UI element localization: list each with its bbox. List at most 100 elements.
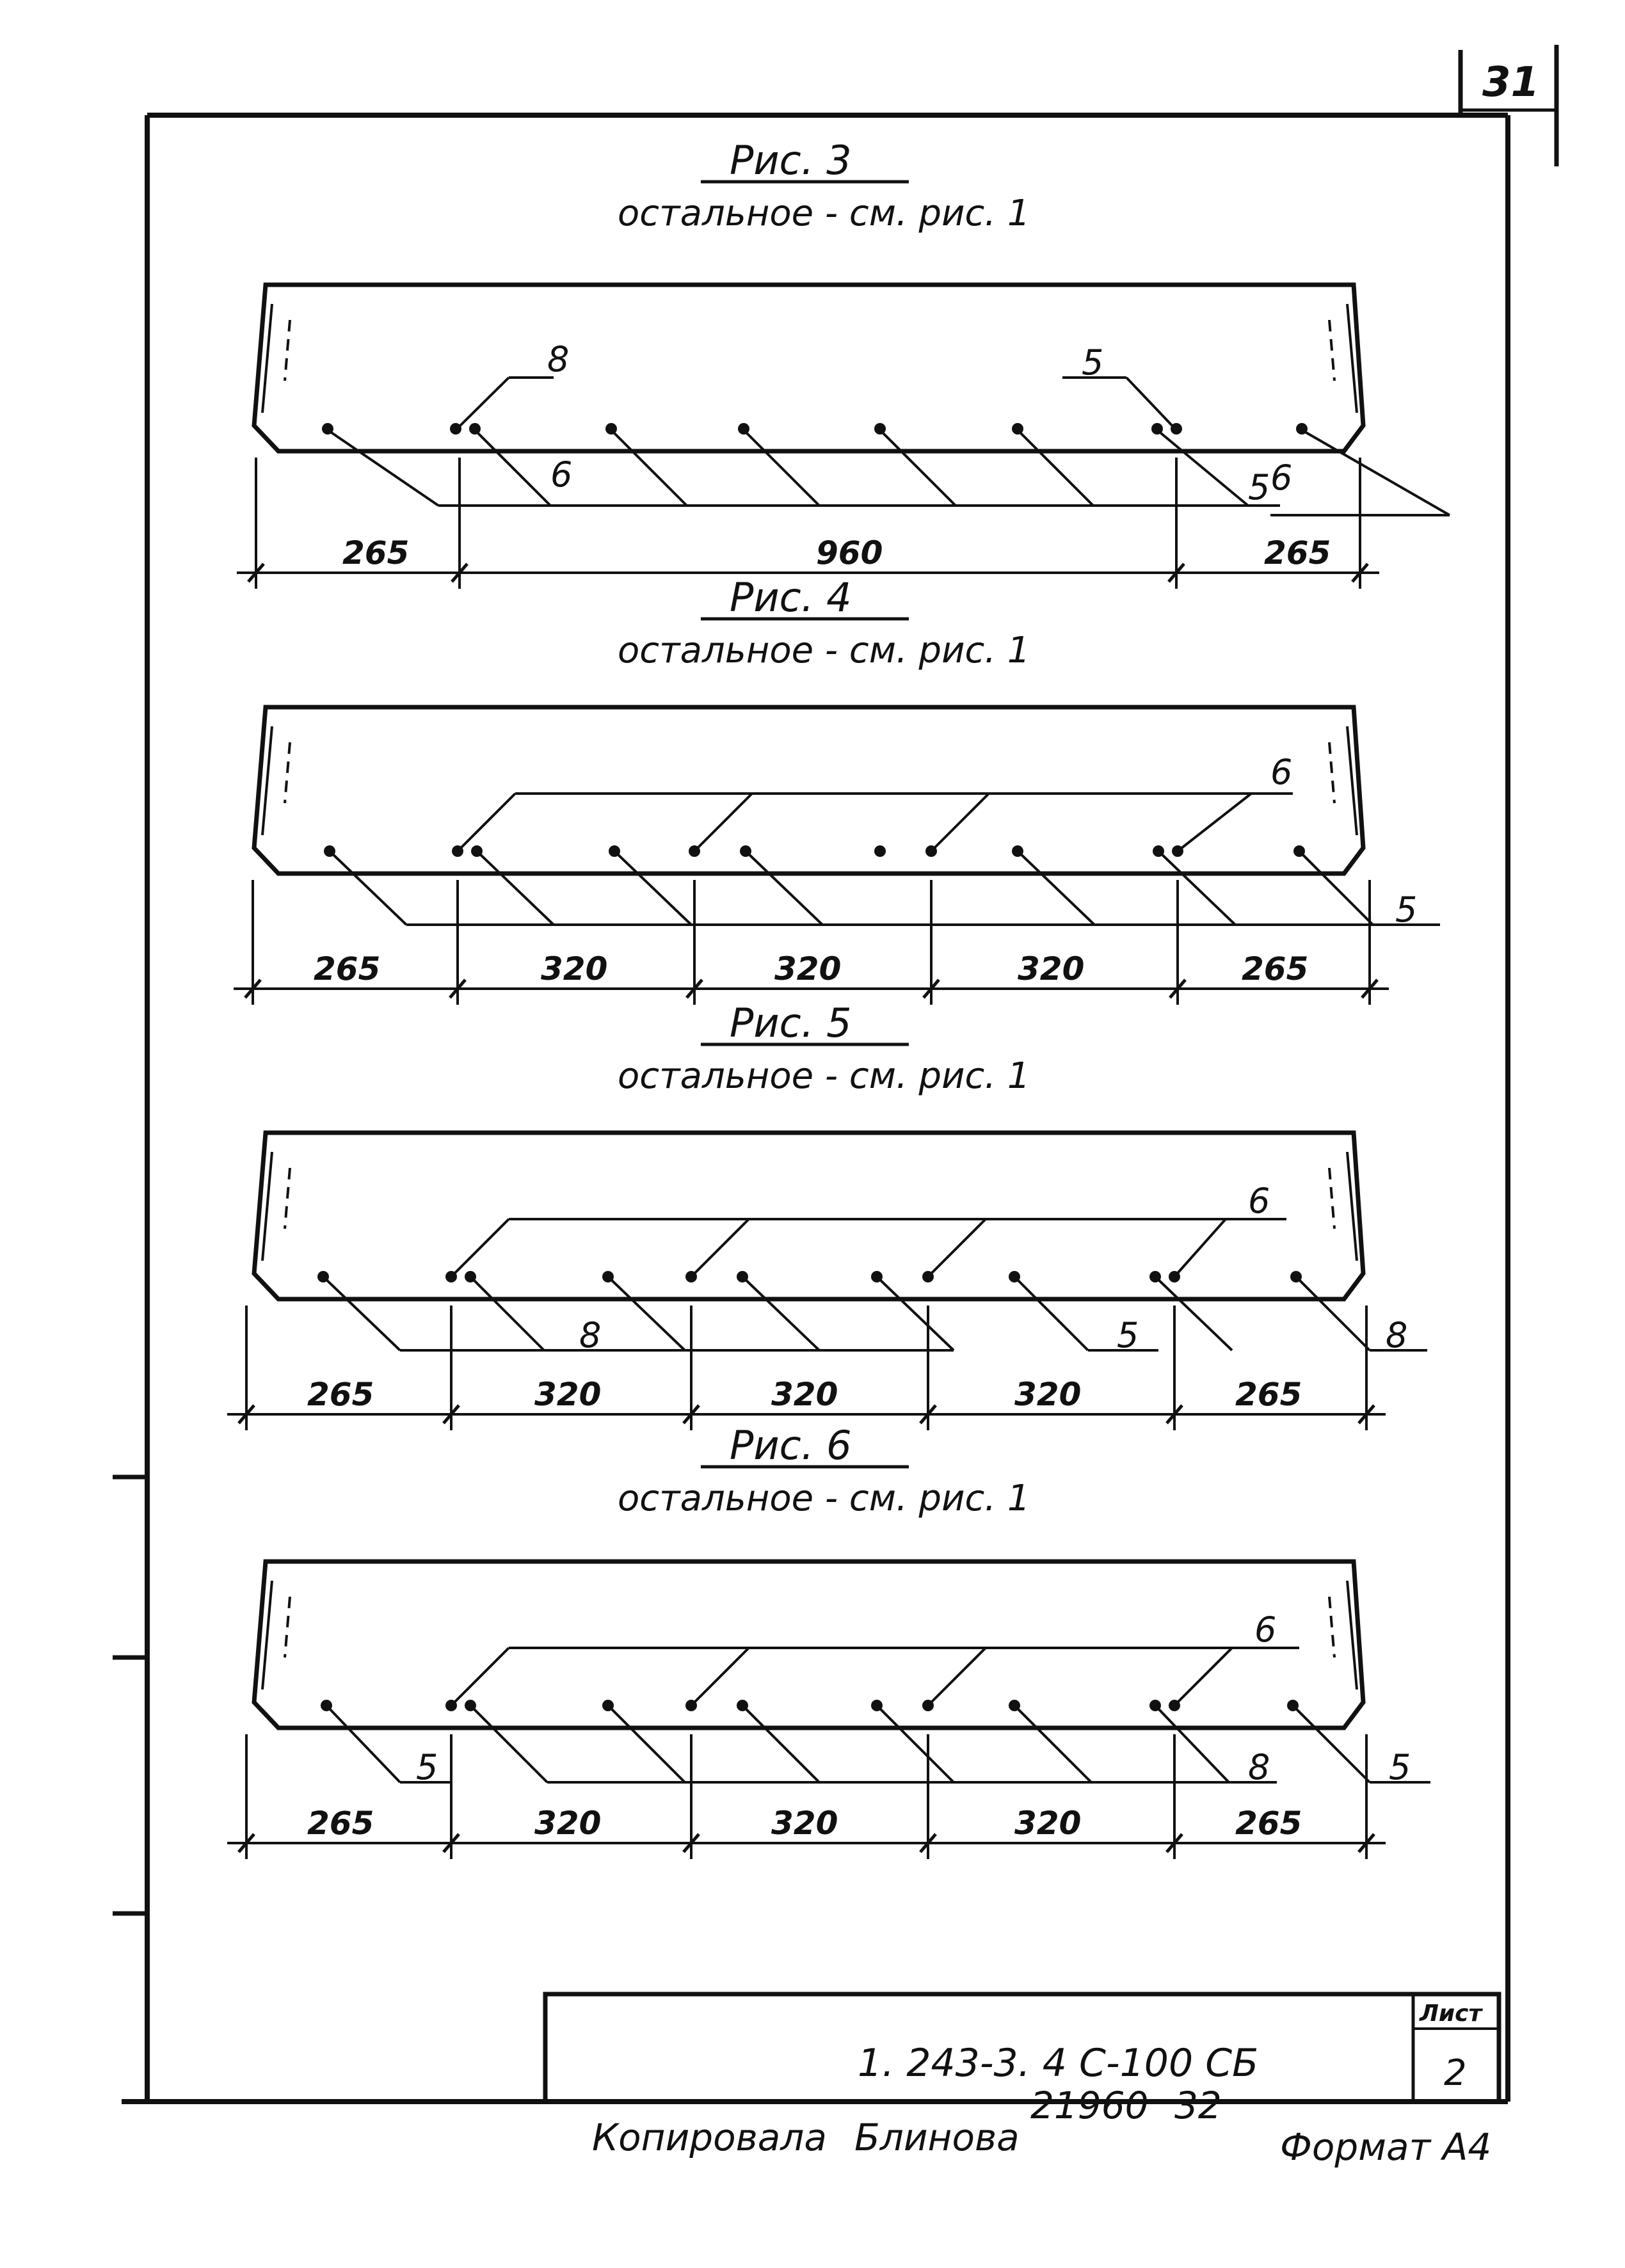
leader-line (1013, 1704, 1093, 1784)
leader-line (690, 1218, 750, 1278)
figure-subtitle: остальное - см. рис. 1 (618, 630, 1030, 671)
callout-label: 5 (1389, 1747, 1411, 1787)
dimension-tick (1357, 1404, 1375, 1425)
dimension-label: 320 (534, 1805, 601, 1842)
beam-end-dashed-left (284, 319, 291, 381)
callout-label: 8 (1386, 1315, 1407, 1355)
beam-end-right (1346, 726, 1358, 836)
callout-leader (1154, 1704, 1230, 1784)
callout-leader (1013, 1275, 1089, 1352)
leader-line (927, 1647, 987, 1707)
dimension-label: 320 (774, 950, 841, 987)
leader-line (613, 850, 692, 926)
copy-number: 32 (1174, 2084, 1222, 2127)
callout-leader (469, 1275, 545, 1352)
leader-line (474, 429, 552, 507)
figure-subtitle: остальное - см. рис. 1 (618, 1055, 1030, 1097)
dimension-tick (682, 1404, 700, 1425)
leader-line (607, 1704, 686, 1784)
leader-line (879, 429, 957, 507)
leader-line (741, 1275, 821, 1352)
callout-label: 5 (1395, 890, 1417, 930)
figure-subtitle: остальное - см. рис. 1 (618, 1478, 1030, 1519)
dimension-label: 265 (307, 1376, 374, 1413)
beam-outline (252, 1559, 1366, 1730)
beam-end-left (261, 1151, 273, 1261)
dimension-label: 320 (771, 1376, 838, 1413)
copied-by-label: Копировала (592, 2116, 827, 2159)
dimension-tick (922, 978, 940, 999)
callout-label: 6 (1254, 1609, 1276, 1650)
leader-line (1154, 1275, 1233, 1352)
beam-end-dashed-right (1328, 1596, 1336, 1658)
dimension-tick (237, 1833, 255, 1853)
callout-label: 8 (579, 1315, 601, 1355)
dimension-label: 320 (1014, 1376, 1081, 1413)
beam-outline (252, 705, 1366, 876)
callout-leader (454, 376, 510, 431)
sheet-label: Лист (1419, 2000, 1483, 2027)
figure-title: Рис. 4 (730, 574, 852, 621)
leader-line (610, 429, 688, 507)
leader-line (469, 1704, 548, 1784)
leader-line (693, 792, 753, 852)
dimension-label: 265 (342, 534, 409, 571)
beam-end-right (1346, 1151, 1358, 1261)
leader-line (450, 1647, 510, 1707)
callout-leader (1173, 1647, 1233, 1707)
leader-line (690, 1647, 750, 1707)
beam-end-left (261, 726, 273, 836)
dimension-tick (442, 1833, 460, 1853)
leader-line (476, 850, 555, 926)
beam-end-dashed-right (1328, 1167, 1336, 1229)
beam-end-left (261, 1580, 273, 1690)
dimension-tick (919, 1404, 937, 1425)
callout-label: 6 (550, 454, 572, 495)
dimension-label: 265 (1242, 950, 1308, 987)
beam-end-left (261, 303, 273, 413)
callout-leader (1292, 1704, 1371, 1784)
leader-line (322, 1275, 401, 1352)
dimension-label: 265 (314, 950, 380, 987)
dimension-tick (237, 1404, 255, 1425)
copier-name: Блинова (854, 2116, 1020, 2159)
dimension-label: 320 (1018, 950, 1084, 987)
leader-line (328, 850, 408, 926)
sheet-number: 2 (1444, 2052, 1467, 2094)
format-label: Формат А4 (1280, 2125, 1491, 2169)
callout-leader (325, 1704, 401, 1784)
dimension-tick (1165, 1833, 1183, 1853)
callout-label: 8 (547, 339, 569, 379)
leader-line (742, 429, 821, 507)
callout-leader (1298, 850, 1374, 926)
dimension-label: 265 (307, 1805, 374, 1842)
leader-line (1016, 850, 1096, 926)
leader-line (1016, 429, 1094, 507)
dimension-tick (1351, 563, 1369, 583)
leader-line (744, 850, 824, 926)
beam-outline (252, 282, 1366, 454)
callout-leader (326, 429, 440, 507)
dimension-tick (244, 978, 262, 999)
leader-line (930, 792, 990, 852)
callout-label: 5 (1117, 1315, 1139, 1355)
dimension-tick (1167, 563, 1185, 583)
dimension-tick (442, 1404, 460, 1425)
leader-line (876, 1704, 955, 1784)
dimension-tick (1357, 1833, 1375, 1853)
leader-line (741, 1704, 821, 1784)
page-number: 31 (1482, 59, 1539, 106)
dimension-label: 320 (534, 1376, 601, 1413)
beam-outline (252, 1130, 1366, 1302)
dimension-tick (1361, 978, 1379, 999)
rebar-dot (874, 845, 886, 857)
leader-line (876, 1275, 955, 1352)
figure-title: Рис. 3 (730, 137, 852, 184)
beam-end-right (1346, 303, 1358, 413)
page-number-box: 31 (1458, 45, 1559, 166)
